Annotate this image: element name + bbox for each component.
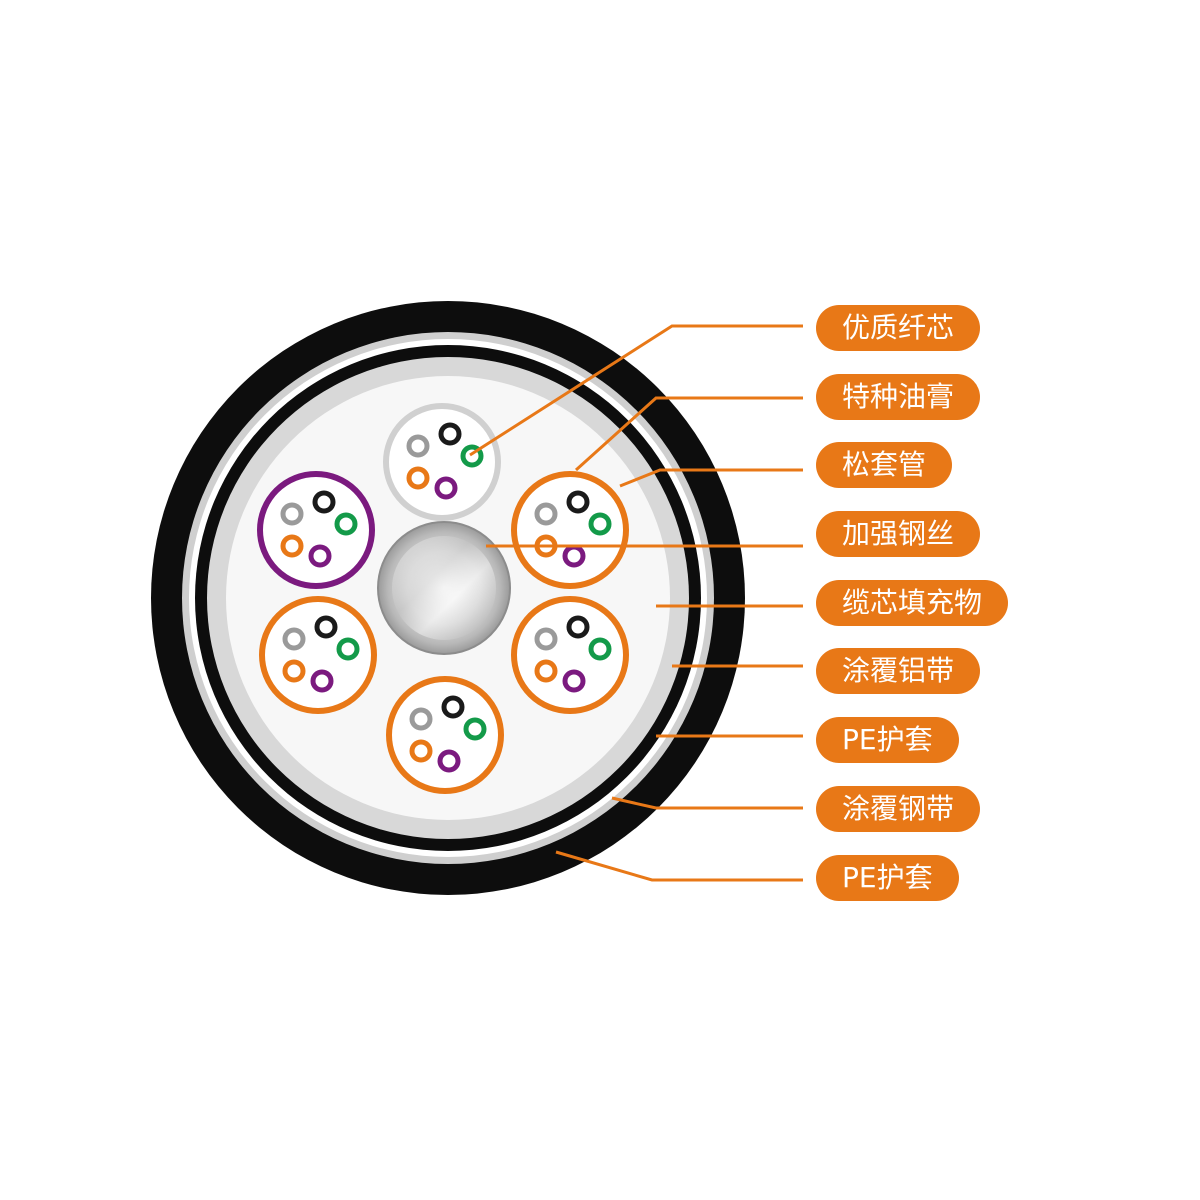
leader-line (574, 396, 803, 472)
optical-fiber (282, 659, 306, 683)
loose-tube (257, 471, 375, 589)
label-pill-coated-steel-tape: 涂覆钢带 (816, 786, 981, 832)
label-pill-core-filler: 缆芯填充物 (816, 580, 1009, 626)
optical-fiber (437, 749, 461, 773)
optical-fiber (282, 627, 306, 651)
optical-fiber (312, 490, 336, 514)
optical-fiber (406, 434, 430, 458)
loose-tube (259, 596, 377, 714)
optical-fiber (463, 717, 487, 741)
label-pill-high-quality-fiber: 优质纤芯 (816, 305, 981, 351)
loose-tube (511, 596, 629, 714)
optical-fiber (336, 637, 360, 661)
label-pill-loose-tube: 松套管 (816, 442, 953, 488)
leader-line (555, 850, 803, 882)
loose-tube (383, 403, 501, 521)
optical-fiber (534, 502, 558, 526)
optical-fiber (308, 544, 332, 568)
leader-line (469, 324, 803, 457)
optical-fiber (562, 669, 586, 693)
optical-fiber (310, 669, 334, 693)
optical-fiber (434, 476, 458, 500)
optical-fiber (409, 707, 433, 731)
optical-fiber (534, 627, 558, 651)
loose-tube (511, 471, 629, 589)
leader-line (619, 468, 803, 488)
optical-fiber (314, 615, 338, 639)
label-pill-outer-pe-sheath: PE护套 (816, 855, 959, 901)
optical-fiber (409, 739, 433, 763)
label-pill-inner-pe-sheath: PE护套 (816, 717, 959, 763)
optical-fiber (280, 534, 304, 558)
optical-fiber (280, 502, 304, 526)
optical-fiber (534, 659, 558, 683)
optical-fiber (406, 466, 430, 490)
optical-fiber (438, 422, 462, 446)
optical-fiber (588, 637, 612, 661)
optical-fiber (566, 615, 590, 639)
optical-fiber (562, 544, 586, 568)
label-pill-strength-steel-wire: 加强钢丝 (816, 511, 981, 557)
central-steel-wire-sheen (392, 536, 496, 640)
label-pill-coated-aluminum-tape: 涂覆铝带 (816, 648, 981, 694)
optical-fiber (334, 512, 358, 536)
loose-tube (386, 676, 504, 794)
optical-fiber (588, 512, 612, 536)
optical-fiber (441, 695, 465, 719)
leader-line (611, 796, 803, 810)
label-pill-special-gel: 特种油膏 (816, 374, 981, 420)
optical-fiber (566, 490, 590, 514)
